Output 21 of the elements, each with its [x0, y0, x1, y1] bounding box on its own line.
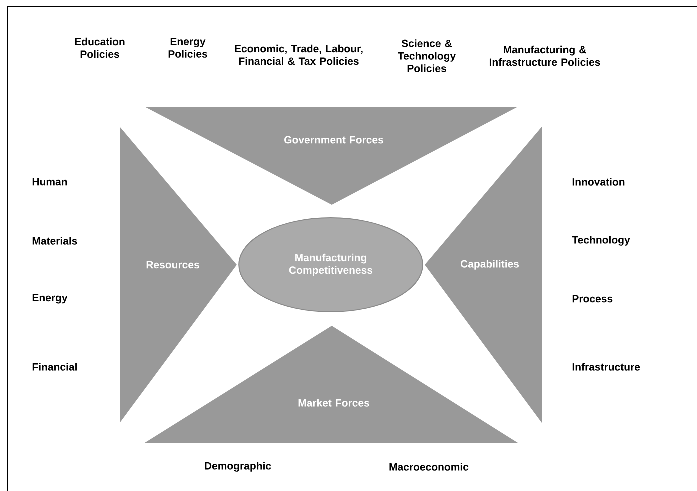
node-label: Market Forces — [298, 399, 370, 407]
factor-label: Human — [32, 178, 68, 186]
factor-label: Education Policies — [75, 38, 125, 58]
factor-label: Economic, Trade, Labour, Financial & Tax Policies — [235, 44, 363, 66]
factor-label: Manufacturing & Infrastructure Policies — [490, 46, 600, 66]
factor-label: Science & Technology Policies — [398, 40, 456, 72]
factor-label: Macroeconomic — [390, 463, 469, 471]
factor-label: Materials — [32, 237, 78, 245]
factor-label: Process — [572, 295, 613, 303]
factor-label: Energy Policies — [168, 38, 208, 58]
factor-label: Financial — [32, 363, 77, 371]
triangle-band: Government Forces — [145, 107, 518, 205]
factor-label: Innovation — [572, 178, 625, 186]
triangle-band: Market Forces — [145, 326, 518, 443]
factor-label: Infrastructure — [572, 363, 640, 371]
factor-label: Demographic — [205, 462, 272, 472]
node-label: Capabilities — [460, 260, 520, 270]
factor-label: Technology — [572, 236, 630, 246]
triangle-band: Capabilities — [425, 127, 542, 423]
factor-label: Energy — [32, 294, 68, 304]
triangle-band: Resources — [120, 127, 237, 423]
